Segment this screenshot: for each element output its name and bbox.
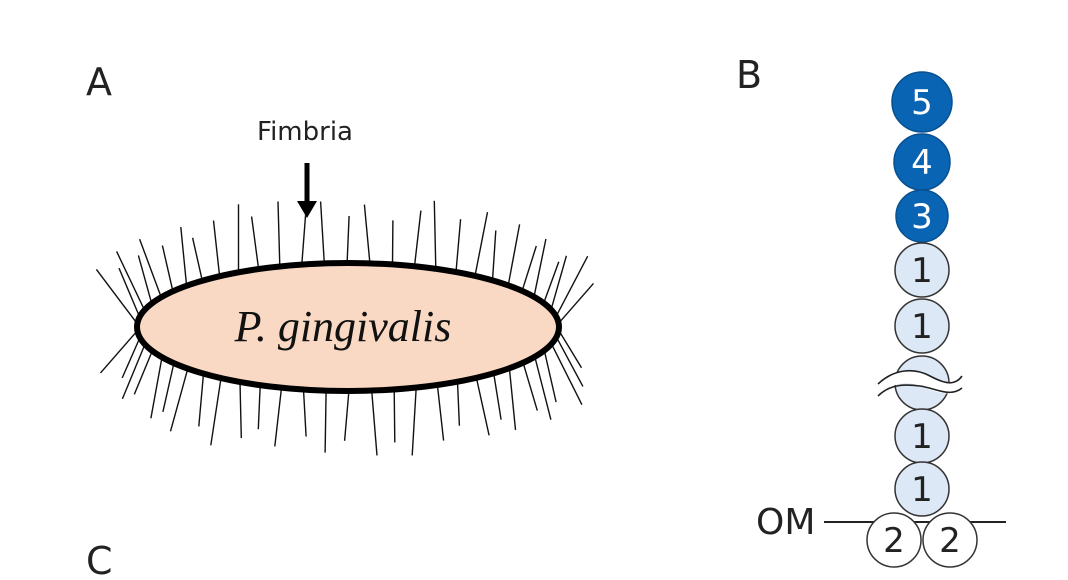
fimbria-hair <box>491 230 497 281</box>
fimbria-hair <box>521 245 537 292</box>
fimbria-hair <box>302 389 307 437</box>
fimbria-hair <box>475 377 490 436</box>
fimbria-hair <box>455 219 462 273</box>
shaft-subunit-upper-2-number: 1 <box>911 307 933 347</box>
fimbria-hair <box>555 336 584 387</box>
anchor-subunit-right: 2 <box>922 512 978 568</box>
bacterium-name: P. gingivalis <box>234 302 452 351</box>
tip-subunit-3: 3 <box>895 189 949 243</box>
fimbria-hair <box>150 357 163 419</box>
fimbria-hair <box>212 220 221 277</box>
fimbria-hair <box>493 373 502 420</box>
fimbria-hair <box>550 343 583 406</box>
fimbria-label: Fimbria <box>257 117 353 147</box>
fimbria-hair <box>558 329 583 369</box>
fimbria-hair <box>95 268 138 325</box>
fimbria-hair <box>363 204 371 264</box>
tip-subunit-5: 5 <box>891 71 953 133</box>
panel-b-label: B <box>736 53 762 97</box>
fimbria-hair <box>121 337 141 379</box>
fimbria-hair <box>343 390 350 441</box>
fimbria-hair <box>543 350 557 403</box>
bacterium-cell-body <box>134 260 562 394</box>
fimbria-arrow <box>297 163 317 218</box>
fimbria-hair <box>137 255 153 304</box>
tip-subunit-4: 4 <box>893 133 951 191</box>
tip-subunit-4-number: 4 <box>911 143 933 183</box>
fimbria-hair <box>550 255 568 310</box>
anchor-subunit-right-number: 2 <box>939 521 961 561</box>
fimbria-hair <box>121 344 146 400</box>
fimbria-hair <box>555 255 589 317</box>
fimbria-hair <box>346 215 350 264</box>
fimbria-hair <box>115 251 146 311</box>
fimbria-hair <box>274 387 283 447</box>
fimbria-hair <box>138 238 162 298</box>
shaft-subunit-lower-1: 1 <box>894 408 950 464</box>
chain-break <box>877 355 963 411</box>
fimbria-hair <box>433 200 437 269</box>
fimbria-hair <box>456 381 461 426</box>
shaft-subunit-lower-2: 1 <box>894 461 950 517</box>
fimbria-hair <box>250 216 260 270</box>
fimbria-hair <box>162 362 175 413</box>
fimbria-hair <box>413 210 422 267</box>
fimbria-hair <box>169 368 189 432</box>
shaft-subunit-upper-1: 1 <box>894 242 950 298</box>
cell-fimbriae <box>95 200 595 456</box>
fimbria-hair <box>257 385 261 430</box>
anchor-subunit-left: 2 <box>866 512 922 568</box>
fimbria-hair <box>118 267 141 318</box>
fimbria-hair <box>180 227 188 286</box>
fimbria-hair <box>239 381 242 439</box>
tip-subunit-3-number: 3 <box>911 197 933 237</box>
fimbria-hair <box>277 201 281 267</box>
outer-membrane-label: OM <box>756 502 815 543</box>
fimbria-hair <box>474 211 489 277</box>
anchor-subunit-left-number: 2 <box>883 521 905 561</box>
fimbria-hair <box>533 238 547 297</box>
fimbria-hair <box>301 214 307 265</box>
fimbria-hair <box>507 224 521 286</box>
fimbria-hair <box>99 330 138 374</box>
fimbria-hair <box>436 384 445 441</box>
fimbria-hair <box>534 356 552 420</box>
fimbria-hair <box>558 282 595 324</box>
fimbria-hair <box>161 245 174 292</box>
fimbria-hair <box>411 387 417 456</box>
fimbria-hair <box>319 201 325 264</box>
fimbria-hair <box>133 350 153 395</box>
fimbria-hair <box>522 362 538 411</box>
fimbria-hair <box>210 377 222 446</box>
fimbria-hair <box>324 390 327 453</box>
shaft-subunit-lower-2-number: 1 <box>911 470 933 510</box>
fimbria-subunit-chain: 5 4 3 1 1 1 <box>824 71 1006 568</box>
shaft-subunit-upper-2: 1 <box>894 298 950 354</box>
fimbria-hair <box>198 373 205 427</box>
fimbria-hair <box>393 389 396 443</box>
fimbria-hair <box>508 368 517 430</box>
shaft-subunit-upper-1-number: 1 <box>911 251 933 291</box>
fimbria-hair <box>543 261 560 304</box>
panel-c-label: C <box>86 539 113 580</box>
shaft-subunit-lower-1-number: 1 <box>911 417 933 457</box>
fimbria-hair <box>191 237 203 281</box>
fimbria-hair <box>371 390 378 456</box>
tip-subunit-5-number: 5 <box>911 83 933 123</box>
panel-a-label: A <box>86 60 112 104</box>
